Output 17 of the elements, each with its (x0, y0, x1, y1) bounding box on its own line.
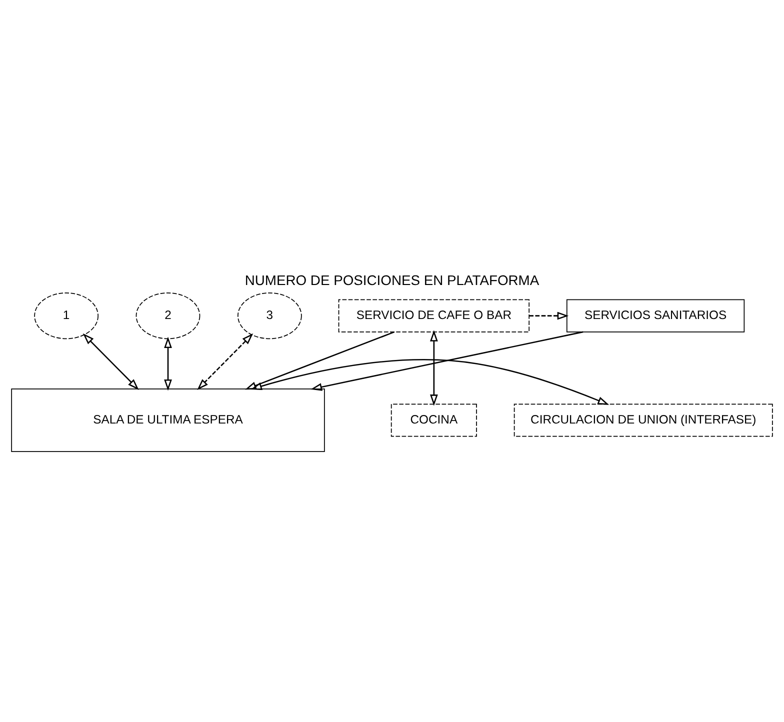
node-box: SALA DE ULTIMA ESPERA (11, 388, 325, 452)
node-ellipse: 2 (136, 292, 200, 340)
arrow (310, 331, 584, 391)
node-box: SERVICIOS SANITARIOS (566, 299, 745, 332)
node-ellipse: 1 (34, 292, 99, 340)
arrow (245, 331, 395, 390)
arrow (250, 359, 610, 405)
arrow (82, 333, 139, 390)
arrow (197, 333, 254, 390)
arrow (164, 336, 172, 391)
node-ellipse: 3 (238, 292, 302, 340)
arrow (430, 330, 438, 406)
node-box: COCINA (390, 404, 477, 437)
diagram-title: NUMERO DE POSICIONES EN PLATAFORMA (244, 272, 540, 288)
arrow (529, 312, 569, 320)
node-box: SERVICIO DE CAFE O BAR (338, 299, 530, 332)
node-box: CIRCULACION DE UNION (INTERFASE) (514, 404, 773, 437)
